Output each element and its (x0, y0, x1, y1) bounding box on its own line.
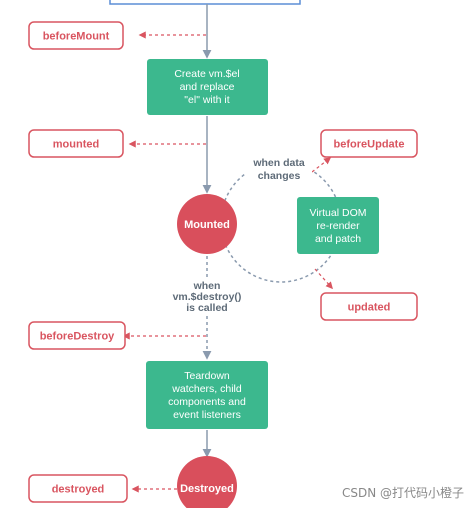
hook-destroyed: destroyed (28, 474, 128, 503)
watermark: CSDN @打代码小橙子 (342, 485, 464, 500)
hook-mounted: mounted (28, 129, 124, 158)
state-mounted-label: Mounted (184, 219, 230, 231)
step-teardown: Teardown watchers, child components and … (146, 361, 268, 429)
hook-destroyed-label: destroyed (52, 484, 105, 496)
hook-before-destroy: beforeDestroy (28, 321, 126, 350)
step-teardown-line-2: watchers, child (171, 383, 242, 395)
hook-before-destroy-label: beforeDestroy (40, 331, 115, 343)
previous-step-box (109, 0, 301, 5)
hook-updated: updated (320, 292, 418, 321)
step-create-el: Create vm.$el and replace "el" with it (147, 59, 268, 115)
hook-before-update-label: beforeUpdate (334, 139, 405, 151)
note-destroy-called-line-3: is called (186, 302, 227, 314)
state-mounted: Mounted (177, 194, 237, 254)
step-teardown-line-3: components and (168, 396, 246, 408)
hook-mounted-label: mounted (53, 139, 99, 151)
hook-before-update: beforeUpdate (320, 129, 418, 158)
note-data-changes-line-2: changes (258, 170, 301, 182)
note-destroy-called: when vm.$destroy() is called (168, 279, 246, 315)
step-virtual-dom: Virtual DOM re-render and patch (297, 197, 379, 254)
note-data-changes-line-1: when data (252, 157, 305, 169)
connector-before-update (311, 157, 332, 173)
note-destroy-called-line-2: vm.$destroy() (173, 291, 242, 303)
hook-before-mount-label: beforeMount (43, 31, 110, 43)
step-virtual-dom-line-1: Virtual DOM (310, 207, 367, 219)
state-destroyed: Destroyed (177, 456, 237, 508)
step-create-el-line-2: and replace (180, 81, 235, 93)
state-destroyed-label: Destroyed (180, 483, 234, 495)
step-create-el-line-1: Create vm.$el (174, 68, 239, 80)
hook-updated-label: updated (348, 302, 391, 314)
note-destroy-called-line-1: when (193, 280, 221, 292)
connector-updated (314, 268, 333, 290)
hook-before-mount: beforeMount (28, 21, 124, 50)
step-virtual-dom-line-2: re-render (316, 220, 360, 232)
note-data-changes: when data changes (246, 155, 312, 183)
step-teardown-line-4: event listeners (173, 409, 241, 421)
step-teardown-line-1: Teardown (184, 370, 230, 382)
step-virtual-dom-line-3: and patch (315, 233, 361, 245)
step-create-el-line-3: "el" with it (184, 94, 229, 106)
